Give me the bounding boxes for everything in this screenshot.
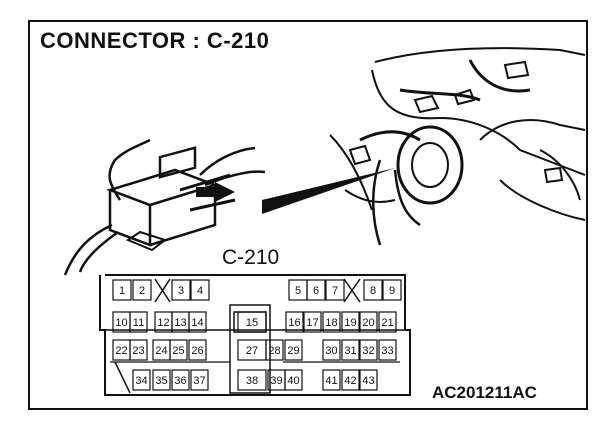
pin-number: 20: [362, 317, 374, 329]
pin-number: 8: [370, 285, 376, 297]
pin-cell: [190, 279, 210, 301]
pin-number: 39: [270, 375, 282, 387]
pin-cell: [171, 279, 191, 301]
pin-number: 14: [191, 317, 203, 329]
pin-number: 12: [157, 317, 169, 329]
pin-number: 7: [332, 285, 338, 297]
pin-cell: [382, 279, 402, 301]
pin-number: 28: [268, 345, 280, 357]
pin-cell: [359, 339, 378, 361]
pin-number: 19: [344, 317, 356, 329]
pin-number: 16: [288, 317, 300, 329]
pin-cell: [306, 279, 326, 301]
pin-cell: [341, 311, 360, 333]
pin-cell: [303, 311, 322, 333]
pin-number: 6: [313, 285, 319, 297]
dashboard-illustration: [329, 47, 586, 246]
pin-number: 41: [325, 375, 337, 387]
pin-number: 18: [325, 317, 337, 329]
pin-cell: [359, 311, 378, 333]
insert-arrow: [196, 182, 235, 202]
pin-number: 22: [115, 345, 127, 357]
pin-cell: [237, 369, 267, 391]
pin-cell: [284, 369, 303, 391]
pin-cell: [132, 279, 152, 301]
pin-number: 3: [178, 285, 184, 297]
pin-number: 2: [139, 285, 145, 297]
pin-number: 40: [287, 375, 299, 387]
pin-cell: [325, 279, 345, 301]
pin-number: 32: [362, 345, 374, 357]
pin-number: 26: [191, 345, 203, 357]
pin-cell: [378, 339, 397, 361]
pin-cell: [322, 311, 341, 333]
pin-number: 4: [197, 285, 203, 297]
pin-number: 43: [362, 375, 374, 387]
pin-cell: [237, 311, 267, 333]
pin-number: 21: [381, 317, 393, 329]
pin-cell: [322, 369, 341, 391]
pin-cell: [188, 311, 207, 333]
pin-cell: [132, 369, 151, 391]
diagram-title: CONNECTOR : C-210: [40, 28, 270, 53]
pin-number: 1: [119, 285, 125, 297]
pin-cell: [265, 339, 284, 361]
pointer-wedge: [262, 168, 395, 214]
connector-label: C-210: [222, 246, 280, 269]
connector-illustration: [63, 138, 266, 276]
pin-cell: [285, 311, 304, 333]
pin-number: 9: [389, 285, 395, 297]
pin-number: 34: [135, 375, 147, 387]
pin-number: 35: [155, 375, 167, 387]
pin-cell: [152, 369, 171, 391]
pin-number: 33: [381, 345, 393, 357]
pin-number: 31: [344, 345, 356, 357]
pin-cell: [129, 339, 148, 361]
pin-cell: [169, 339, 188, 361]
pin-number: 11: [133, 317, 144, 329]
pin-cell: [112, 279, 132, 301]
pin-cell: [359, 369, 378, 391]
pin-number: 30: [325, 345, 337, 357]
pin-number: 15: [246, 317, 258, 329]
pin-number: 10: [115, 317, 127, 329]
pin-number: 27: [246, 345, 258, 357]
pin-number: 25: [172, 345, 184, 357]
pin-cell: [284, 339, 303, 361]
figure-code: AC201211AC: [432, 383, 537, 402]
pin-number: 29: [287, 345, 299, 357]
pin-number: 37: [193, 375, 205, 387]
pin-number: 13: [174, 317, 186, 329]
pin-number: 23: [132, 345, 144, 357]
pin-cell: [171, 369, 190, 391]
pin-cell: [363, 279, 383, 301]
pin-number: 38: [246, 375, 258, 387]
pin-number: 5: [295, 285, 301, 297]
pin-number: 24: [155, 345, 167, 357]
pin-number: 42: [344, 375, 356, 387]
pin-cell: [341, 369, 360, 391]
pin-cell: [341, 339, 360, 361]
pin-number: 17: [306, 317, 318, 329]
pin-cell: [322, 339, 341, 361]
pin-number: 36: [174, 375, 186, 387]
pin-cell: [129, 311, 148, 333]
pin-cell: [190, 369, 209, 391]
pin-cell: [378, 311, 397, 333]
blank-cavity-marks: [114, 278, 361, 394]
pin-cell: [188, 339, 207, 361]
